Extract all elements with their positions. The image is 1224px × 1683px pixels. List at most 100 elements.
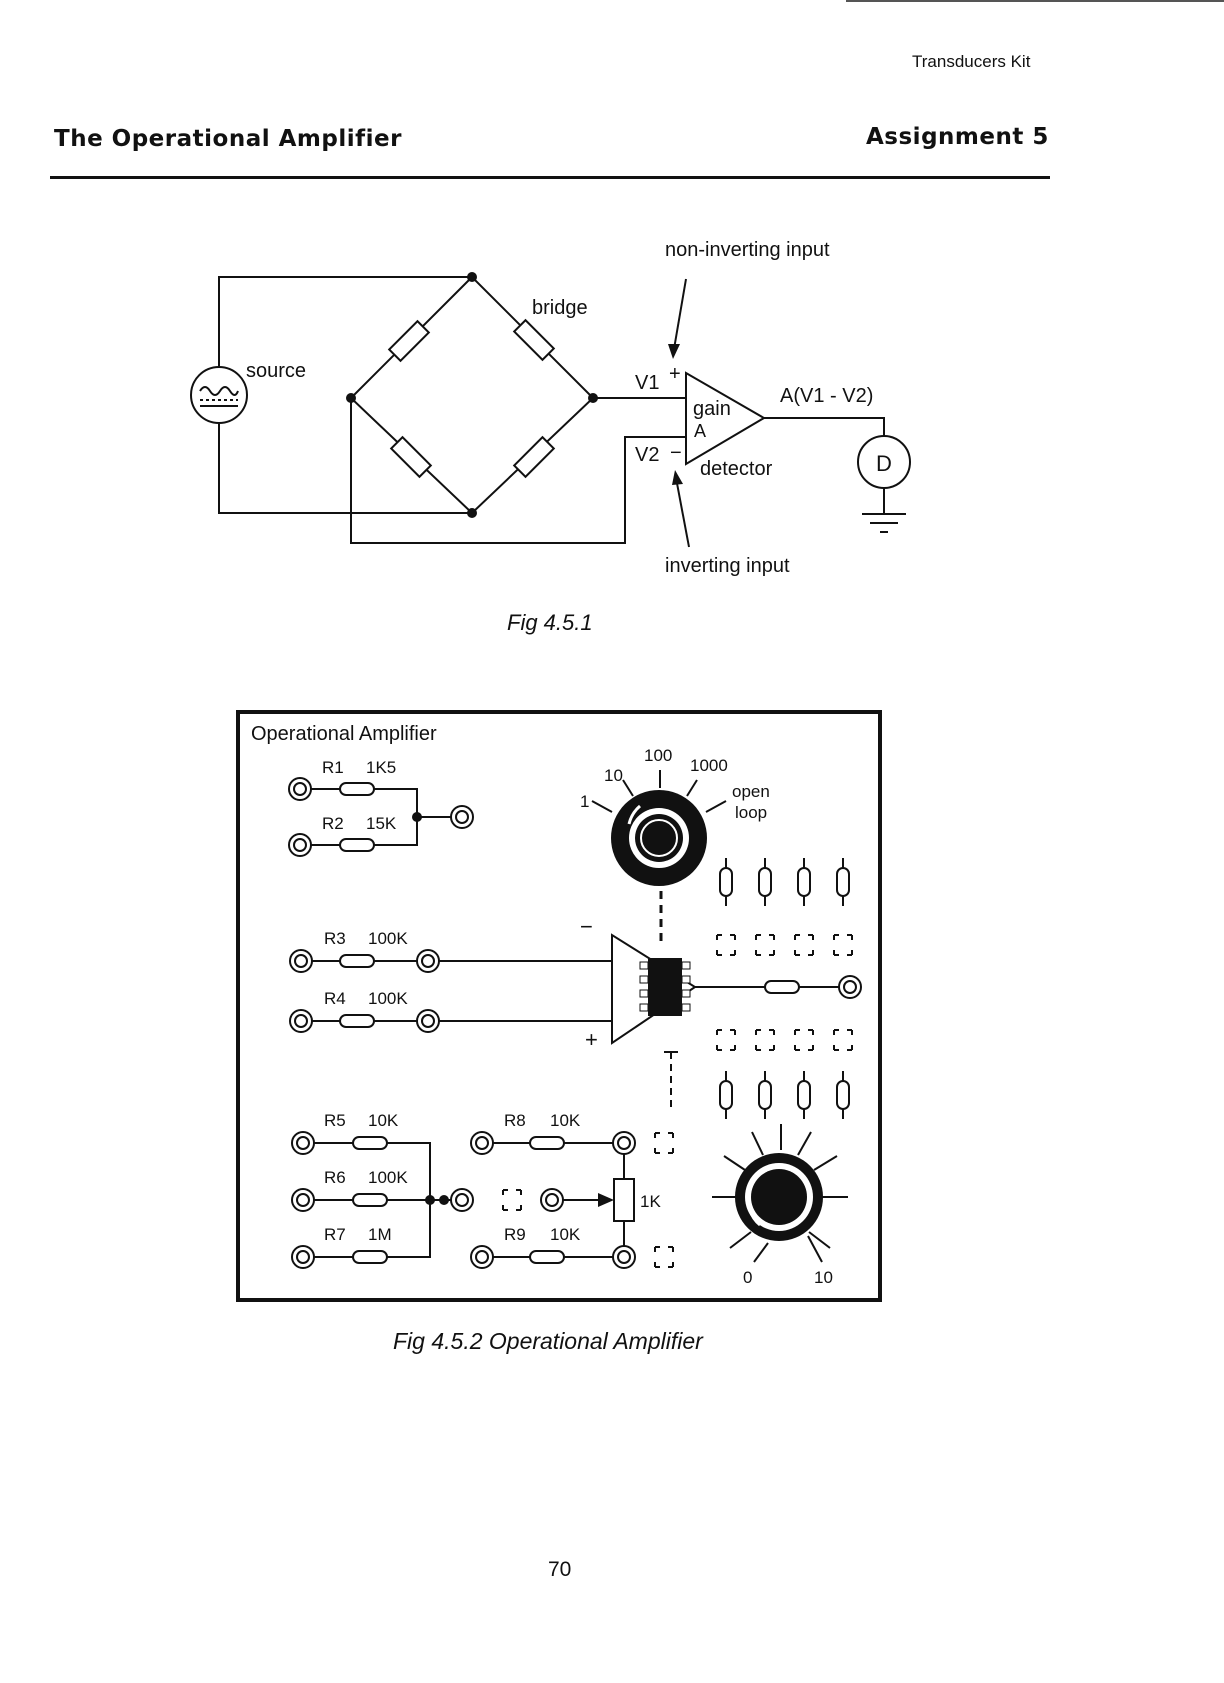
r4-name: R4 (324, 989, 346, 1008)
r7-socket (291, 1245, 315, 1269)
gain-dial-icon (591, 770, 727, 886)
r1-r2-out-socket (450, 805, 474, 829)
r5-name: R5 (324, 1111, 346, 1130)
top-rule (846, 0, 1224, 2)
bridge-circuit-diagram: source bridge non-inverting input invert… (190, 239, 911, 635)
feedback-resistor-5 (719, 1070, 733, 1120)
inverting-arrow-line (675, 477, 690, 548)
r3-out-socket (416, 949, 440, 973)
r8-name: R8 (504, 1111, 526, 1130)
v1-label: V1 (635, 372, 659, 394)
pot-value: 1K (640, 1192, 661, 1211)
offset-dial-icon (712, 1124, 848, 1263)
detector-label: detector (700, 458, 773, 480)
inverting-arrowhead (672, 470, 683, 485)
r5-r7-out-socket (450, 1188, 474, 1212)
bridge-label: bridge (532, 297, 588, 319)
feedback-resistor-2 (758, 857, 772, 907)
feedback-resistor-6 (758, 1070, 772, 1120)
r8-socket (470, 1131, 494, 1155)
r2-socket (288, 833, 312, 857)
output-label: A(V1 - V2) (780, 385, 873, 407)
op-amp-minus: − (580, 914, 593, 939)
r4-resistor (339, 1014, 375, 1028)
meter-d-icon (857, 435, 911, 489)
gain-label: gain (693, 398, 731, 420)
r3-resistor (339, 954, 375, 968)
r5-value: 10K (368, 1111, 399, 1130)
r5-resistor (352, 1136, 388, 1150)
r4-out-socket (416, 1009, 440, 1033)
r3-name: R3 (324, 929, 346, 948)
header-rule (50, 176, 1050, 179)
feedback-resistor-3 (797, 857, 811, 907)
r8-value: 10K (550, 1111, 581, 1130)
bridge-node-right (588, 393, 598, 403)
r2-value: 15K (366, 814, 397, 833)
link-slot-bottom-1 (716, 1029, 736, 1051)
non-inverting-arrow-line (673, 278, 687, 350)
link-slot-r9 (654, 1246, 674, 1268)
link-slot-top-1 (716, 934, 736, 956)
r6-name: R6 (324, 1168, 346, 1187)
offset-min-label: 0 (743, 1268, 752, 1287)
bridge-resistor-bl (389, 435, 433, 479)
r1-r2-junction (412, 812, 422, 822)
output-wire (764, 417, 885, 436)
r1-value: 1K5 (366, 758, 396, 777)
r9-resistor (529, 1250, 565, 1264)
open-loop-label-1: open (732, 782, 770, 801)
panel-title: Operational Amplifier (251, 723, 437, 745)
link-slot-r8 (654, 1132, 674, 1154)
bridge-resistor-tl (387, 319, 431, 363)
link-slot-bottom-3 (794, 1029, 814, 1051)
source-bottom-wire (218, 424, 472, 514)
feedback-resistor-8 (836, 1070, 850, 1120)
feedback-resistor-4 (836, 857, 850, 907)
r3-value: 100K (368, 929, 408, 948)
ac-source-icon (190, 366, 248, 424)
pot-wiper-arrow (598, 1193, 614, 1207)
link-slot-top-2 (755, 934, 775, 956)
v2-label: V2 (635, 444, 659, 466)
minus-label: − (670, 442, 682, 464)
gain-label-10: 10 (604, 766, 623, 785)
meter-d-label: D (876, 451, 892, 476)
r1-name: R1 (322, 758, 344, 777)
chapter-title: The Operational Amplifier (54, 126, 402, 152)
r4-socket (289, 1009, 313, 1033)
link-slot-bottom-2 (755, 1029, 775, 1051)
r9-socket (470, 1245, 494, 1269)
source-label: source (246, 360, 306, 382)
op-amp-chip-icon (639, 958, 691, 1016)
r3-socket (289, 949, 313, 973)
gain-label-1: 1 (580, 792, 589, 811)
r7-name: R7 (324, 1225, 346, 1244)
v2-wire (350, 398, 686, 544)
link-slot-bottom-4 (833, 1029, 853, 1051)
bridge-resistor-br (512, 435, 556, 479)
panel-frame (236, 710, 882, 1302)
kit-name: Transducers Kit (912, 52, 1031, 71)
detector-triangle (685, 371, 766, 466)
feedback-resistor-7 (797, 1070, 811, 1120)
page-number: 70 (548, 1558, 572, 1581)
r9-name: R9 (504, 1225, 526, 1244)
fig1-caption: Fig 4.5.1 (507, 610, 593, 635)
r1-resistor (339, 782, 375, 796)
non-inverting-arrowhead (668, 344, 680, 359)
r8-resistor (529, 1136, 565, 1150)
link-slot-top-3 (794, 934, 814, 956)
ground-icon (862, 513, 906, 533)
feedback-resistor-1 (719, 857, 733, 907)
gain-label-100: 100 (644, 746, 672, 765)
output-socket (838, 975, 862, 999)
r5-socket (291, 1131, 315, 1155)
gain-a-label: A (694, 421, 706, 441)
plus-label: + (669, 363, 681, 385)
r6-socket (291, 1188, 315, 1212)
offset-max-label: 10 (814, 1268, 833, 1287)
gain-label-1000: 1000 (690, 756, 728, 775)
r2-resistor (339, 838, 375, 852)
bridge-node-top (467, 272, 477, 282)
